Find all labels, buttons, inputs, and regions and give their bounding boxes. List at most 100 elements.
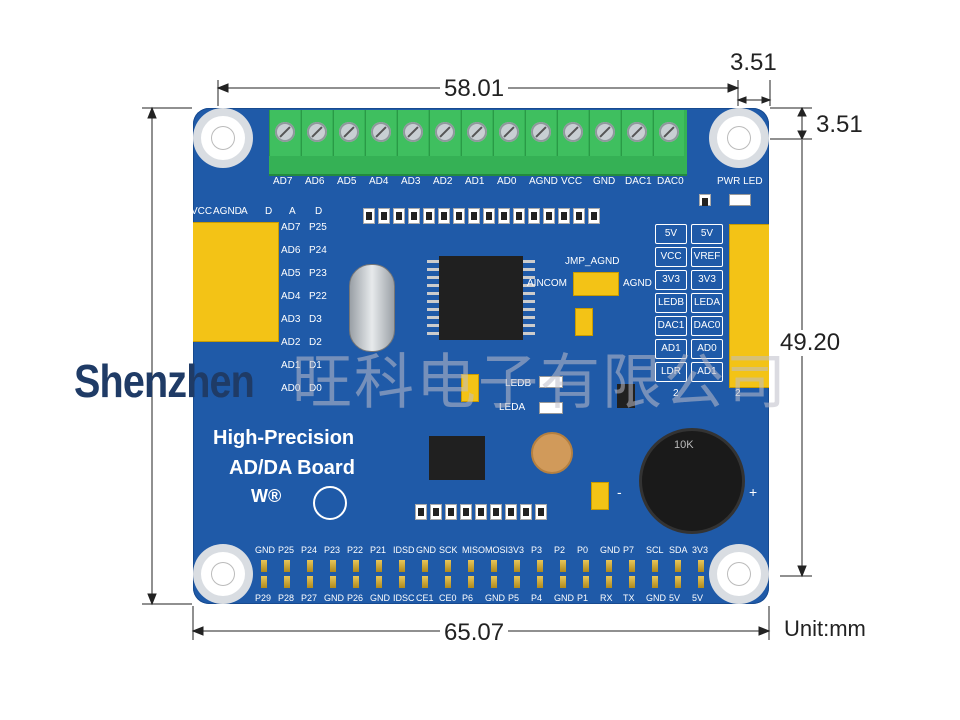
left-header-col-label: D — [265, 206, 273, 217]
smd-resistor — [483, 208, 495, 224]
smd-resistor — [453, 208, 465, 224]
terminal-screw-4 — [397, 110, 428, 156]
chip-pin — [523, 284, 535, 287]
screw-icon — [467, 122, 487, 142]
jumper-num-right: 2 — [735, 388, 741, 399]
left-pin-header — [193, 222, 279, 342]
watermark-latin: Shenzhen — [74, 355, 255, 407]
left-header-a-label: AD1 — [281, 360, 301, 371]
gpio-bottom-label: GND — [370, 593, 390, 603]
pot-plus-label: + — [749, 484, 758, 500]
gpio-bottom-label: P27 — [301, 593, 318, 603]
chip-pin — [427, 276, 439, 279]
terminal-screw-2 — [333, 110, 364, 156]
left-header-d-label: D0 — [309, 383, 322, 394]
left-header-a-label: AD4 — [281, 291, 301, 302]
screw-icon — [339, 122, 359, 142]
jumper-right-label: AD0 — [691, 339, 723, 359]
tantalum-capacitor — [461, 374, 479, 402]
pot-minus-label: - — [617, 484, 622, 500]
smd-resistor — [588, 208, 600, 224]
screw-icon — [499, 122, 519, 142]
terminal-label: AD1 — [465, 176, 485, 187]
terminal-screw-7 — [493, 110, 524, 156]
potentiometer-label: 10K — [674, 439, 694, 451]
chip-pin — [523, 292, 535, 295]
terminal-label: GND — [593, 176, 616, 187]
gpio-bottom-label: RX — [600, 593, 613, 603]
gpio-pin — [445, 576, 451, 588]
gpio-pin — [353, 576, 359, 588]
gpio-pin — [261, 576, 267, 588]
chip-pin — [427, 300, 439, 303]
jumper-right-label: VREF — [691, 247, 723, 267]
gpio-bottom-label: CE1 — [416, 593, 434, 603]
pwr-led-label: PWR LED — [717, 176, 763, 187]
gpio-bottom-label: GND — [554, 593, 574, 603]
smd-resistor — [445, 504, 457, 520]
terminal-label: AD5 — [337, 176, 357, 187]
gpio-pin — [560, 576, 566, 588]
waveshare-logo-icon: W® — [251, 486, 282, 506]
gpio-pin — [698, 576, 704, 588]
left-header-d-label: P22 — [309, 291, 327, 302]
gpio-top-label: P7 — [623, 545, 635, 555]
gpio-top-label: P21 — [370, 545, 387, 555]
terminal-label: AGND — [529, 176, 558, 187]
terminal-label: AD0 — [497, 176, 517, 187]
gpio-pin — [353, 560, 359, 572]
left-header-d-label: P24 — [309, 245, 327, 256]
smd-resistor — [543, 208, 555, 224]
screw-icon — [563, 122, 583, 142]
gpio-bottom-label: IDSC — [393, 593, 415, 603]
potentiometer: 10K — [639, 428, 745, 534]
dim-top-width: 58.01 — [440, 76, 509, 102]
left-header-a-label: AD3 — [281, 314, 301, 325]
gpio-top-label: 3V3 — [508, 545, 525, 555]
smd-resistor — [535, 504, 547, 520]
gpio-pin — [330, 560, 336, 572]
gpio-pin — [307, 560, 313, 572]
gpio-top-label: 3V3 — [692, 545, 709, 555]
gpio-bottom-label: 5V — [669, 593, 681, 603]
led-a — [539, 402, 563, 414]
gpio-top-label: GND — [255, 545, 275, 555]
chip-pin — [523, 276, 535, 279]
gpio-top-label: P0 — [577, 545, 589, 555]
smd-resistor — [408, 208, 420, 224]
smd-resistor — [393, 208, 405, 224]
jumper-left-label: VCC — [655, 247, 687, 267]
jmp-agnd-jumper — [573, 272, 619, 296]
chip-pin — [523, 324, 535, 327]
left-header-d-label: P25 — [309, 222, 327, 233]
mounting-hole — [717, 552, 761, 596]
jumper-right-label: LEDA — [691, 293, 723, 313]
gpio-pin — [468, 560, 474, 572]
terminal-label: AD3 — [401, 176, 421, 187]
smd-resistor — [490, 504, 502, 520]
board-title-line2: AD/DA Board — [229, 457, 355, 479]
chip-pin — [427, 316, 439, 319]
gpio-pin — [284, 576, 290, 588]
gpio-pin — [514, 560, 520, 572]
screw-icon — [307, 122, 327, 142]
chip-pin — [427, 284, 439, 287]
left-header-col-label: A — [241, 206, 248, 217]
smd-resistor — [520, 504, 532, 520]
left-header-d-label: P23 — [309, 268, 327, 279]
led-b — [539, 376, 563, 388]
leda-label: LEDA — [499, 402, 526, 413]
smd-resistor — [438, 208, 450, 224]
left-header-d-label: D2 — [309, 337, 322, 348]
dim-bottom-width: 65.07 — [440, 620, 509, 646]
gpio-pin — [284, 560, 290, 572]
left-header-d-label: D1 — [309, 360, 322, 371]
gpio-pin — [652, 576, 658, 588]
jumper-right-label: 5V — [691, 224, 723, 244]
gpio-pin — [583, 576, 589, 588]
jumper-right-label: AD1 — [691, 362, 723, 382]
left-header-a-label: AD0 — [281, 383, 301, 394]
gpio-top-label: P25 — [278, 545, 295, 555]
